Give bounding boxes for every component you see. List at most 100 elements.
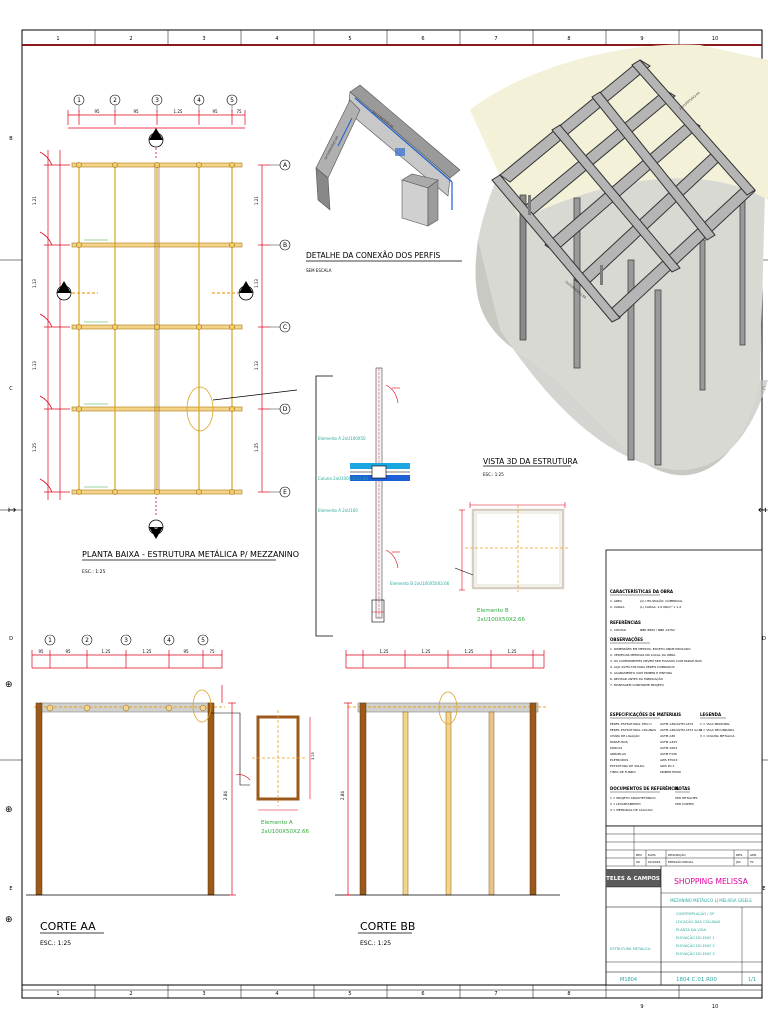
svg-text:75: 75 xyxy=(236,109,242,114)
plan-title: PLANTA BAIXA - ESTRUTURA METÁLICA P/ MEZ… xyxy=(82,548,299,559)
plan-col-1: 1 xyxy=(77,97,81,104)
svg-text:↤: ↤ xyxy=(758,505,766,516)
svg-text:95: 95 xyxy=(65,649,71,654)
plan-col-2: 2 xyxy=(113,97,117,104)
svg-text:1.13: 1.13 xyxy=(254,361,259,370)
svg-text:TINTA DE FUNDO: TINTA DE FUNDO xyxy=(609,770,636,774)
svg-text:1.25: 1.25 xyxy=(254,443,259,452)
svg-text:4. AÇO ASTM A36 PARA PERFIS DO: 4. AÇO ASTM A36 PARA PERFIS DOBRADOS xyxy=(610,665,675,669)
svg-text:1.25: 1.25 xyxy=(174,109,183,114)
svg-text:00: 00 xyxy=(636,860,640,864)
svg-text:E: E xyxy=(283,489,287,496)
svg-text:95: 95 xyxy=(212,109,218,114)
svg-text:1.13: 1.13 xyxy=(32,279,37,288)
svg-text:10: 10 xyxy=(712,36,718,42)
svg-text:ESTRUTURA METÁLICA: ESTRUTURA METÁLICA xyxy=(610,946,651,951)
section-mark-a-right xyxy=(238,281,254,301)
svg-text:C: C xyxy=(283,324,287,331)
svg-text:DES.: DES. xyxy=(736,853,743,857)
section-mark-b-top: B xyxy=(148,128,164,148)
detail-title: DETALHE DA CONEXÃO DOS PERFIS xyxy=(306,251,440,260)
svg-text:D: D xyxy=(283,406,288,413)
svg-text:2.84: 2.84 xyxy=(223,791,228,800)
plan-scale: ESC.: 1:25 xyxy=(82,569,105,575)
svg-text:Coluna 2xU100X50X2.66: Coluna 2xU100X50X2.66 xyxy=(318,476,369,481)
svg-text:2: 2 xyxy=(85,637,89,644)
svg-text:3.25: 3.25 xyxy=(311,752,315,760)
svg-text:VER DETALHES: VER DETALHES xyxy=(675,796,698,800)
plan-col-5: 5 xyxy=(230,97,234,104)
svg-text:4: 4 xyxy=(275,991,278,997)
svg-text:Elemento A 2xU100X50: Elemento A 2xU100X50 xyxy=(318,436,366,441)
svg-text:2. CARGA: 2. CARGA xyxy=(610,605,625,609)
svg-text:1.21: 1.21 xyxy=(254,196,259,205)
svg-text:1. DIMENSÕES EM METROS, EXCETO: 1. DIMENSÕES EM METROS, EXCETO ONDE INDI… xyxy=(610,646,691,651)
svg-text:ELEVAÇÃO DO EIXO 2: ELEVAÇÃO DO EIXO 2 xyxy=(676,943,715,948)
svg-text:5: 5 xyxy=(348,991,351,997)
section-bb-title: CORTE BB xyxy=(360,920,415,933)
svg-text:LEGENDA: LEGENDA xyxy=(700,712,722,717)
svg-text:PRIMER EPÓXI: PRIMER EPÓXI xyxy=(660,769,681,774)
svg-text:02/2024: 02/2024 xyxy=(648,860,661,864)
svg-text:6. REVISAR ANTES DA FABRICAÇÃO: 6. REVISAR ANTES DA FABRICAÇÃO xyxy=(610,676,664,681)
svg-text:2 = LEVANTAMENTO: 2 = LEVANTAMENTO xyxy=(610,802,641,806)
svg-text:1 = VIGA PRINCIPAL: 1 = VIGA PRINCIPAL xyxy=(700,722,730,726)
view3d-scale: ESC.: 1:25 xyxy=(483,472,504,477)
svg-text:1.25: 1.25 xyxy=(508,649,517,654)
svg-text:PLANTA DA VIGA: PLANTA DA VIGA xyxy=(676,928,707,932)
plan-view: 1 2 3 4 5 95 95 1.25 95 75 xyxy=(32,94,299,575)
project-subtitle: MEZANINO METÁLICO LJ MELISSA GISELE xyxy=(670,898,752,903)
svg-text:NBR 8800 / NBR 14762: NBR 8800 / NBR 14762 xyxy=(640,628,675,632)
svg-text:6: 6 xyxy=(421,991,424,997)
svg-text:NOTAS: NOTAS xyxy=(675,786,690,791)
svg-text:ELETRODOS: ELETRODOS xyxy=(610,758,628,762)
svg-text:B: B xyxy=(9,136,13,142)
section-aa-scale: ESC.: 1:25 xyxy=(40,940,71,947)
svg-text:TC: TC xyxy=(749,860,754,864)
svg-text:3: 3 xyxy=(124,637,128,644)
section-aa: 1 2 3 4 5 95 95 1.25 1.25 95 75 xyxy=(26,634,315,947)
svg-text:DOCUMENTOS DE REFERÊNCIA: DOCUMENTOS DE REFERÊNCIA xyxy=(610,786,680,791)
svg-text:2xU100X50X2.66: 2xU100X50X2.66 xyxy=(261,829,310,835)
svg-text:ESPECIFICAÇÕES DE MATERIAIS: ESPECIFICAÇÕES DE MATERIAIS xyxy=(610,712,681,717)
view-3d: 2xU100X50X2.66 2xU100X50X2.66 VISTA 3D D… xyxy=(470,44,768,477)
svg-text:1.25: 1.25 xyxy=(32,443,37,452)
svg-text:1: 1 xyxy=(48,637,52,644)
border-top-numbers: 1 2 3 4 5 6 7 8 9 10 xyxy=(56,36,718,42)
svg-text:1.25: 1.25 xyxy=(465,649,474,654)
svg-text:3. OS COMPONENTES DEVEM SER FI: 3. OS COMPONENTES DEVEM SER FIXADOS COM … xyxy=(610,659,702,663)
svg-text:3: 3 xyxy=(202,991,205,997)
svg-text:VER CORTES: VER CORTES xyxy=(675,802,694,806)
svg-text:APR.: APR. xyxy=(750,853,757,857)
section-mark-b-bottom: B xyxy=(148,519,164,539)
svg-text:ASTM F436: ASTM F436 xyxy=(660,752,677,756)
section-aa-title: CORTE AA xyxy=(40,920,96,933)
svg-text:ARRUELAS: ARRUELAS xyxy=(610,752,626,756)
svg-text:ASTM A36/ASTM A572: ASTM A36/ASTM A572 xyxy=(660,722,693,726)
border-bottom-numbers: 1 2 3 4 5 6 7 8 9 10 xyxy=(56,991,718,1010)
svg-text:5: 5 xyxy=(348,36,351,42)
svg-text:1 = PROJETO ARQUITETÔNICO: 1 = PROJETO ARQUITETÔNICO xyxy=(610,795,656,800)
section-mark-a-left xyxy=(56,281,72,301)
svg-text:2.84: 2.84 xyxy=(340,791,345,800)
svg-text:1: 1 xyxy=(56,36,59,42)
svg-text:⊕: ⊕ xyxy=(5,915,13,925)
svg-text:ASTM A325: ASTM A325 xyxy=(660,740,677,744)
svg-text:E: E xyxy=(762,886,765,892)
notes-panel: CARACTERÍSTICAS DA OBRA 1. ÁREA 2. CARGA… xyxy=(605,549,763,827)
svg-text:1.25: 1.25 xyxy=(422,649,431,654)
section-bb-scale: ESC.: 1:25 xyxy=(360,940,391,947)
svg-text:E: E xyxy=(9,886,12,892)
svg-text:PARAFUSOS: PARAFUSOS xyxy=(610,740,628,744)
svg-text:LOCAÇÃO DAS COLUNAS: LOCAÇÃO DAS COLUNAS xyxy=(676,919,721,924)
svg-text:3 = MEMORIAL DE CÁLCULO: 3 = MEMORIAL DE CÁLCULO xyxy=(610,807,653,812)
svg-text:95: 95 xyxy=(133,109,139,114)
detail-scale: SEM ESCALA xyxy=(306,268,332,273)
svg-text:ELEVAÇÃO DO EIXO 1: ELEVAÇÃO DO EIXO 1 xyxy=(676,935,715,940)
svg-text:⊕: ⊕ xyxy=(5,805,13,815)
plan-col-3: 3 xyxy=(155,97,159,104)
sheet-number: 1/1 xyxy=(748,977,756,983)
svg-text:CONTEMPLAÇÃO / OP: CONTEMPLAÇÃO / OP xyxy=(676,911,715,916)
project-title: SHOPPING MELISSA xyxy=(674,877,749,886)
